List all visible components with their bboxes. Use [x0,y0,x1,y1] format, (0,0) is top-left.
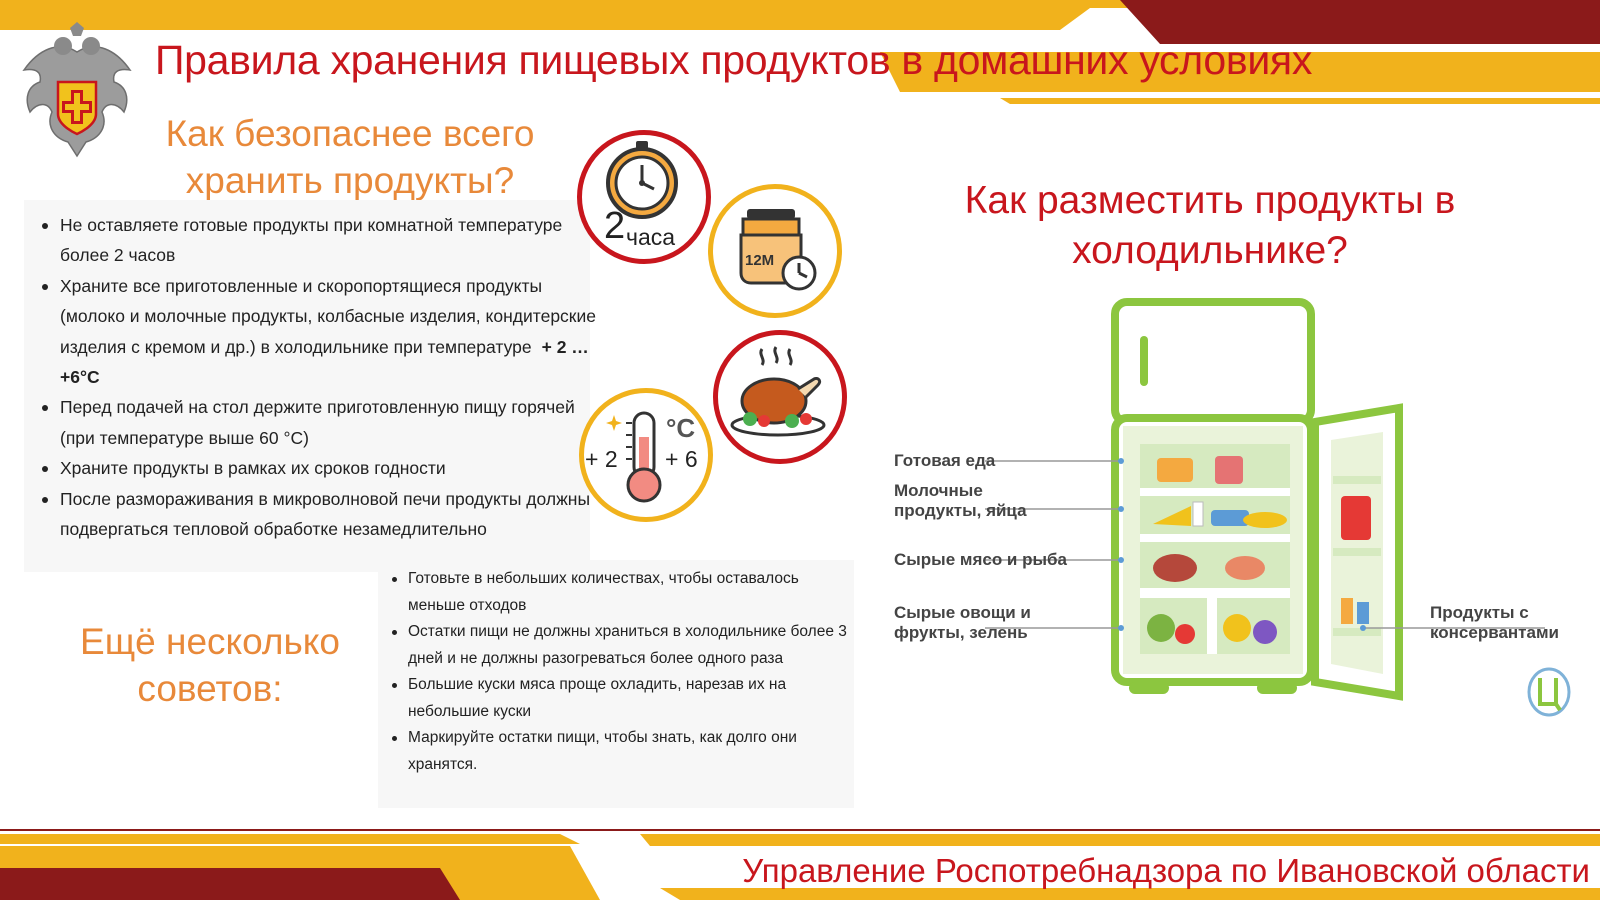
fridge-label-meat-fish: Сырые мясо и рыба [894,550,1067,569]
hot-roast-chicken-icon [713,330,847,464]
temperature-range: + 2 … +6°С [60,336,589,388]
fridge-illustration [985,298,1545,701]
more-tips-panel [378,560,854,808]
fridge-label-vegetables: Сырые овощи и фрукты, зелень [894,603,1031,642]
clock-hours-number: 2 [604,205,626,247]
list-item: Готовьте в небольших количествах, чтобы … [390,566,850,619]
list-item: Храните все приготовленные и скоропортящ… [40,271,600,393]
list-item: Маркируйте остатки пищи, чтобы знать, ка… [390,725,850,778]
fridge-label-preserved: Продукты с консервантами [1430,603,1559,642]
fridge-label-ready-food: Готовая еда [894,451,996,470]
list-item: Большие куски мяса проще охладить, нарез… [390,672,850,725]
list-item: После размораживания в микроволновой печ… [40,484,600,545]
safe-storage-panel [24,200,590,572]
list-item: Перед подачей на стол держите приготовле… [40,392,600,453]
thermometer-low-value: + 2 [585,446,618,472]
center-logo-icon [1527,667,1571,717]
bottom-decorative-bands [0,829,1600,900]
thermometer-unit: °C [666,413,696,443]
fridge-label-dairy: Молочные продукты, яйца [894,481,1027,520]
thermometer-icon [579,388,713,522]
top-decorative-bands [0,0,1600,104]
clock-hours-word: часа [626,224,676,250]
jar-shelf-life-label: 12M [745,252,775,269]
list-item: Храните продукты в рамках их сроков годн… [40,453,600,483]
page-title: Правила хранения пищевых продуктов в дом… [155,37,1313,83]
safe-storage-heading: Как безопаснее всего хранить продукты? [165,113,535,201]
footer-organization: Управление Роспотребнадзора по Ивановско… [742,852,1590,889]
more-tips-list: Готовьте в небольших количествах, чтобы … [390,566,850,778]
fridge-heading: Как разместить продукты в холодильнике? [964,179,1456,272]
clock-icon [577,130,711,264]
list-item: Не оставляете готовые продукты при комна… [40,210,600,271]
rospotrebnadzor-emblem-icon [22,22,132,158]
safe-storage-list: Не оставляете готовые продукты при комна… [40,210,600,544]
more-tips-heading: Ещё несколько советов: [80,621,340,709]
jar-timer-icon [708,184,842,318]
thermometer-high-value: + 6 [665,446,698,472]
list-item: Остатки пищи не должны храниться в холод… [390,619,850,672]
